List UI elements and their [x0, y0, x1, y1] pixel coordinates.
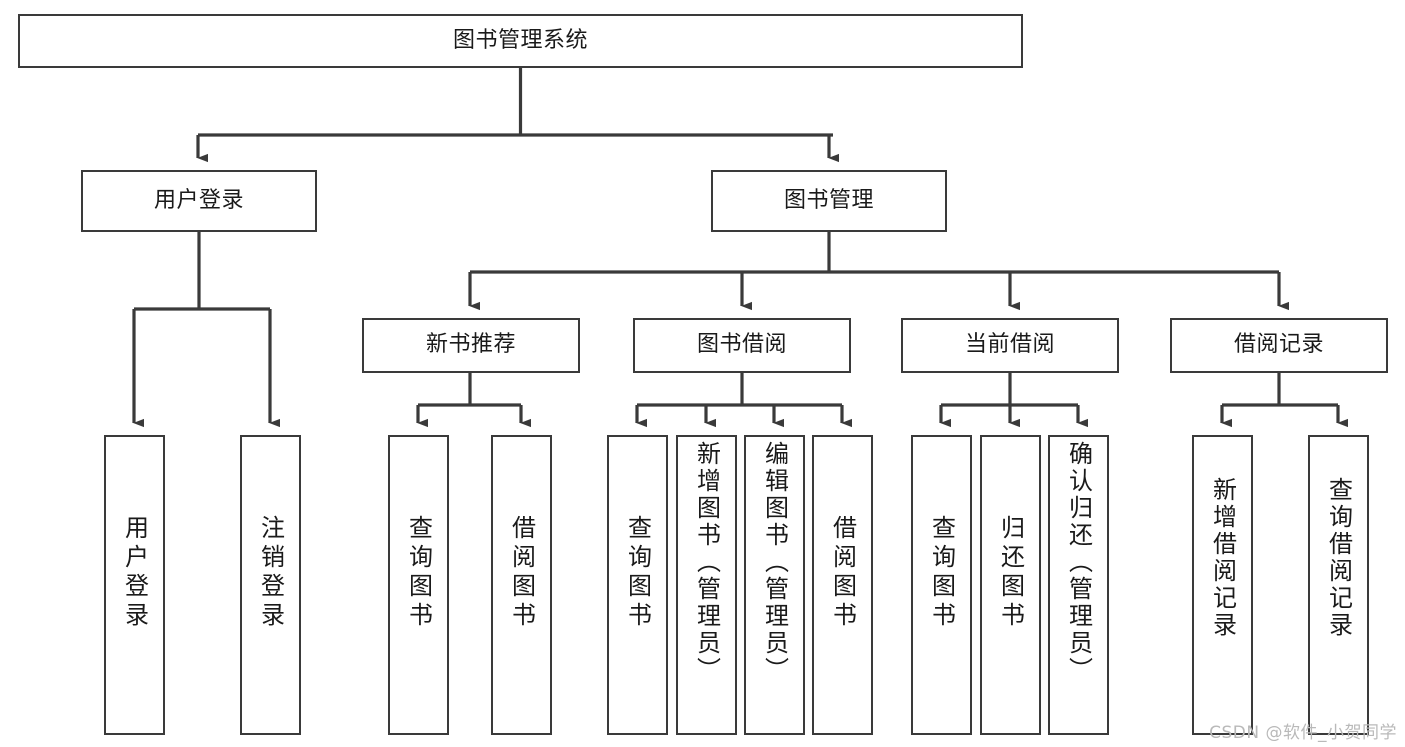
leaf-user-login[interactable]: 用户登录	[104, 435, 165, 735]
leaf-edit-book[interactable]: 编辑图书（管理员）	[744, 435, 805, 735]
node-book-borrow[interactable]: 图书借阅	[633, 318, 851, 373]
leaf-add-borrow-record[interactable]: 新增借阅记录	[1192, 435, 1253, 735]
node-label: 查询图书	[927, 515, 956, 631]
node-new-book-recommend[interactable]: 新书推荐	[362, 318, 580, 373]
node-label: 图书管理系统	[452, 27, 588, 53]
leaf-borrow-book-2[interactable]: 借阅图书	[812, 435, 873, 735]
node-label: 新增借阅记录	[1208, 477, 1237, 639]
leaf-confirm-return[interactable]: 确认归还（管理员）	[1048, 435, 1109, 735]
leaf-query-book-3[interactable]: 查询图书	[911, 435, 972, 735]
node-book-manage[interactable]: 图书管理	[711, 170, 947, 232]
node-label: 新书推荐	[425, 332, 516, 358]
node-label: 当前借阅	[964, 332, 1055, 358]
leaf-query-book-1[interactable]: 查询图书	[388, 435, 449, 735]
watermark-text: CSDN @软件_小贺同学	[1209, 723, 1397, 743]
node-current-borrow[interactable]: 当前借阅	[901, 318, 1119, 373]
node-label: 查询图书	[404, 515, 433, 631]
node-label: 图书管理	[783, 187, 874, 213]
leaf-query-book-2[interactable]: 查询图书	[607, 435, 668, 735]
leaf-query-borrow-record[interactable]: 查询借阅记录	[1308, 435, 1369, 735]
node-label: 图书借阅	[696, 332, 787, 358]
leaf-return-book[interactable]: 归还图书	[980, 435, 1041, 735]
leaf-borrow-book-1[interactable]: 借阅图书	[491, 435, 552, 735]
node-label: 借阅图书	[828, 515, 857, 631]
node-label: 用户登录	[153, 187, 244, 213]
node-label: 查询借阅记录	[1324, 477, 1353, 639]
node-borrow-record[interactable]: 借阅记录	[1170, 318, 1388, 373]
node-user-login[interactable]: 用户登录	[81, 170, 317, 232]
node-label: 归还图书	[996, 515, 1025, 631]
node-label: 借阅图书	[507, 515, 536, 631]
leaf-add-book[interactable]: 新增图书（管理员）	[676, 435, 737, 735]
node-label: 查询图书	[623, 515, 652, 631]
node-label: 注销登录	[256, 515, 285, 631]
node-label: 借阅记录	[1233, 332, 1324, 358]
node-label: 编辑图书（管理员）	[760, 441, 789, 684]
node-label: 用户登录	[120, 515, 149, 631]
leaf-logout-login[interactable]: 注销登录	[240, 435, 301, 735]
node-label: 新增图书（管理员）	[692, 441, 721, 684]
node-label: 确认归还（管理员）	[1064, 441, 1093, 684]
node-root-system[interactable]: 图书管理系统	[18, 14, 1023, 68]
